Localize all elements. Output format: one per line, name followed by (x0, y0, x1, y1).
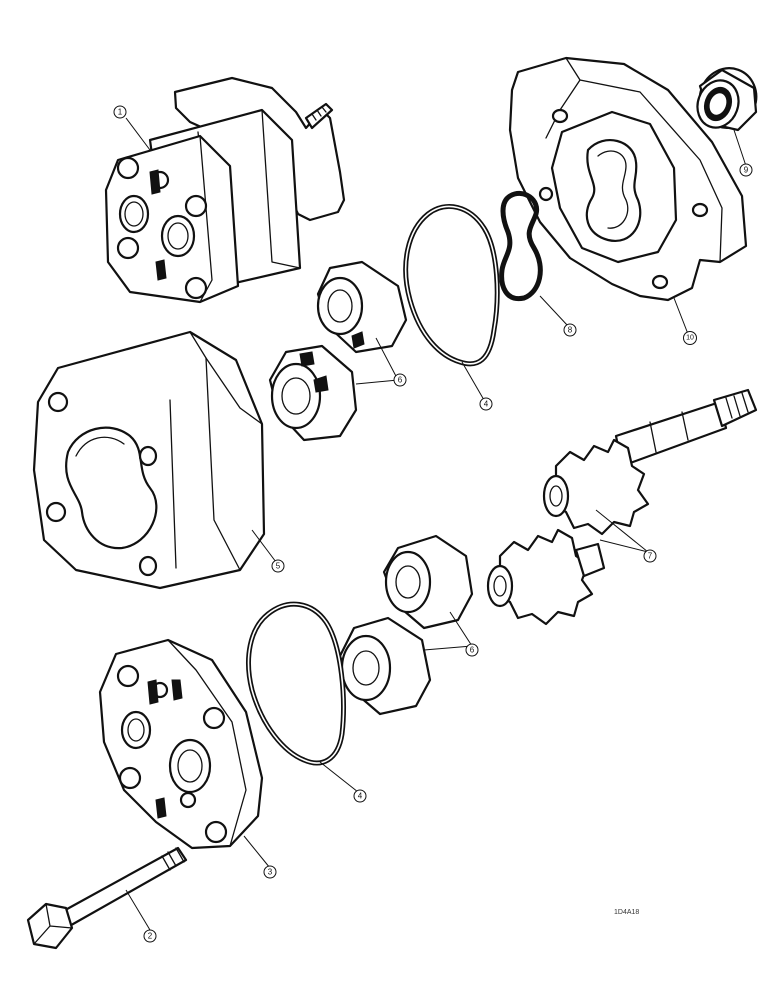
svg-text:10: 10 (686, 335, 694, 342)
callout-2: 2 (143, 929, 157, 943)
svg-text:3: 3 (268, 868, 273, 877)
callout-5: 5 (271, 559, 285, 573)
svg-text:5: 5 (276, 562, 281, 571)
part-6-bushing-upper-front (268, 344, 358, 442)
svg-text:7: 7 (648, 552, 653, 561)
part-10-mounting-flange (508, 56, 748, 302)
part-6-bushing-upper-rear (316, 260, 408, 354)
callout-8: 8 (563, 323, 577, 337)
svg-text:2: 2 (148, 932, 153, 941)
callout-6-lower: 6 (465, 643, 479, 657)
part-4-gasket-upper (403, 204, 500, 367)
part-3-end-cover (98, 638, 264, 850)
part-8-figure-eight-seal (499, 190, 543, 302)
leader-lines (125, 117, 747, 931)
part-1-assembled-pump (104, 76, 346, 304)
svg-text:1: 1 (118, 108, 123, 117)
callout-4-upper: 4 (479, 397, 493, 411)
callout-4-lower: 4 (353, 789, 367, 803)
svg-text:6: 6 (398, 376, 403, 385)
callout-7: 7 (643, 549, 657, 563)
part-9-shaft-seal (696, 67, 758, 132)
part-6-bushing-lower-front (338, 616, 432, 716)
svg-text:4: 4 (484, 400, 489, 409)
svg-text:6: 6 (470, 646, 475, 655)
callout-10: 10 (683, 331, 697, 345)
part-7-driven-gear-shaft (486, 528, 606, 626)
svg-text:8: 8 (568, 326, 573, 335)
callout-1: 1 (113, 105, 127, 119)
callout-6-upper: 6 (393, 373, 407, 387)
part-7-drive-gear-shaft (542, 388, 758, 536)
part-4-gasket-lower (246, 601, 346, 766)
part-5-pump-housing (32, 330, 266, 590)
part-2-bolt (26, 846, 188, 950)
reference-code: 1D4A18 (614, 909, 639, 916)
callout-9: 9 (739, 163, 753, 177)
svg-text:4: 4 (358, 792, 363, 801)
svg-text:9: 9 (744, 166, 749, 175)
part-6-bushing-lower-rear (382, 534, 474, 630)
callout-3: 3 (263, 865, 277, 879)
